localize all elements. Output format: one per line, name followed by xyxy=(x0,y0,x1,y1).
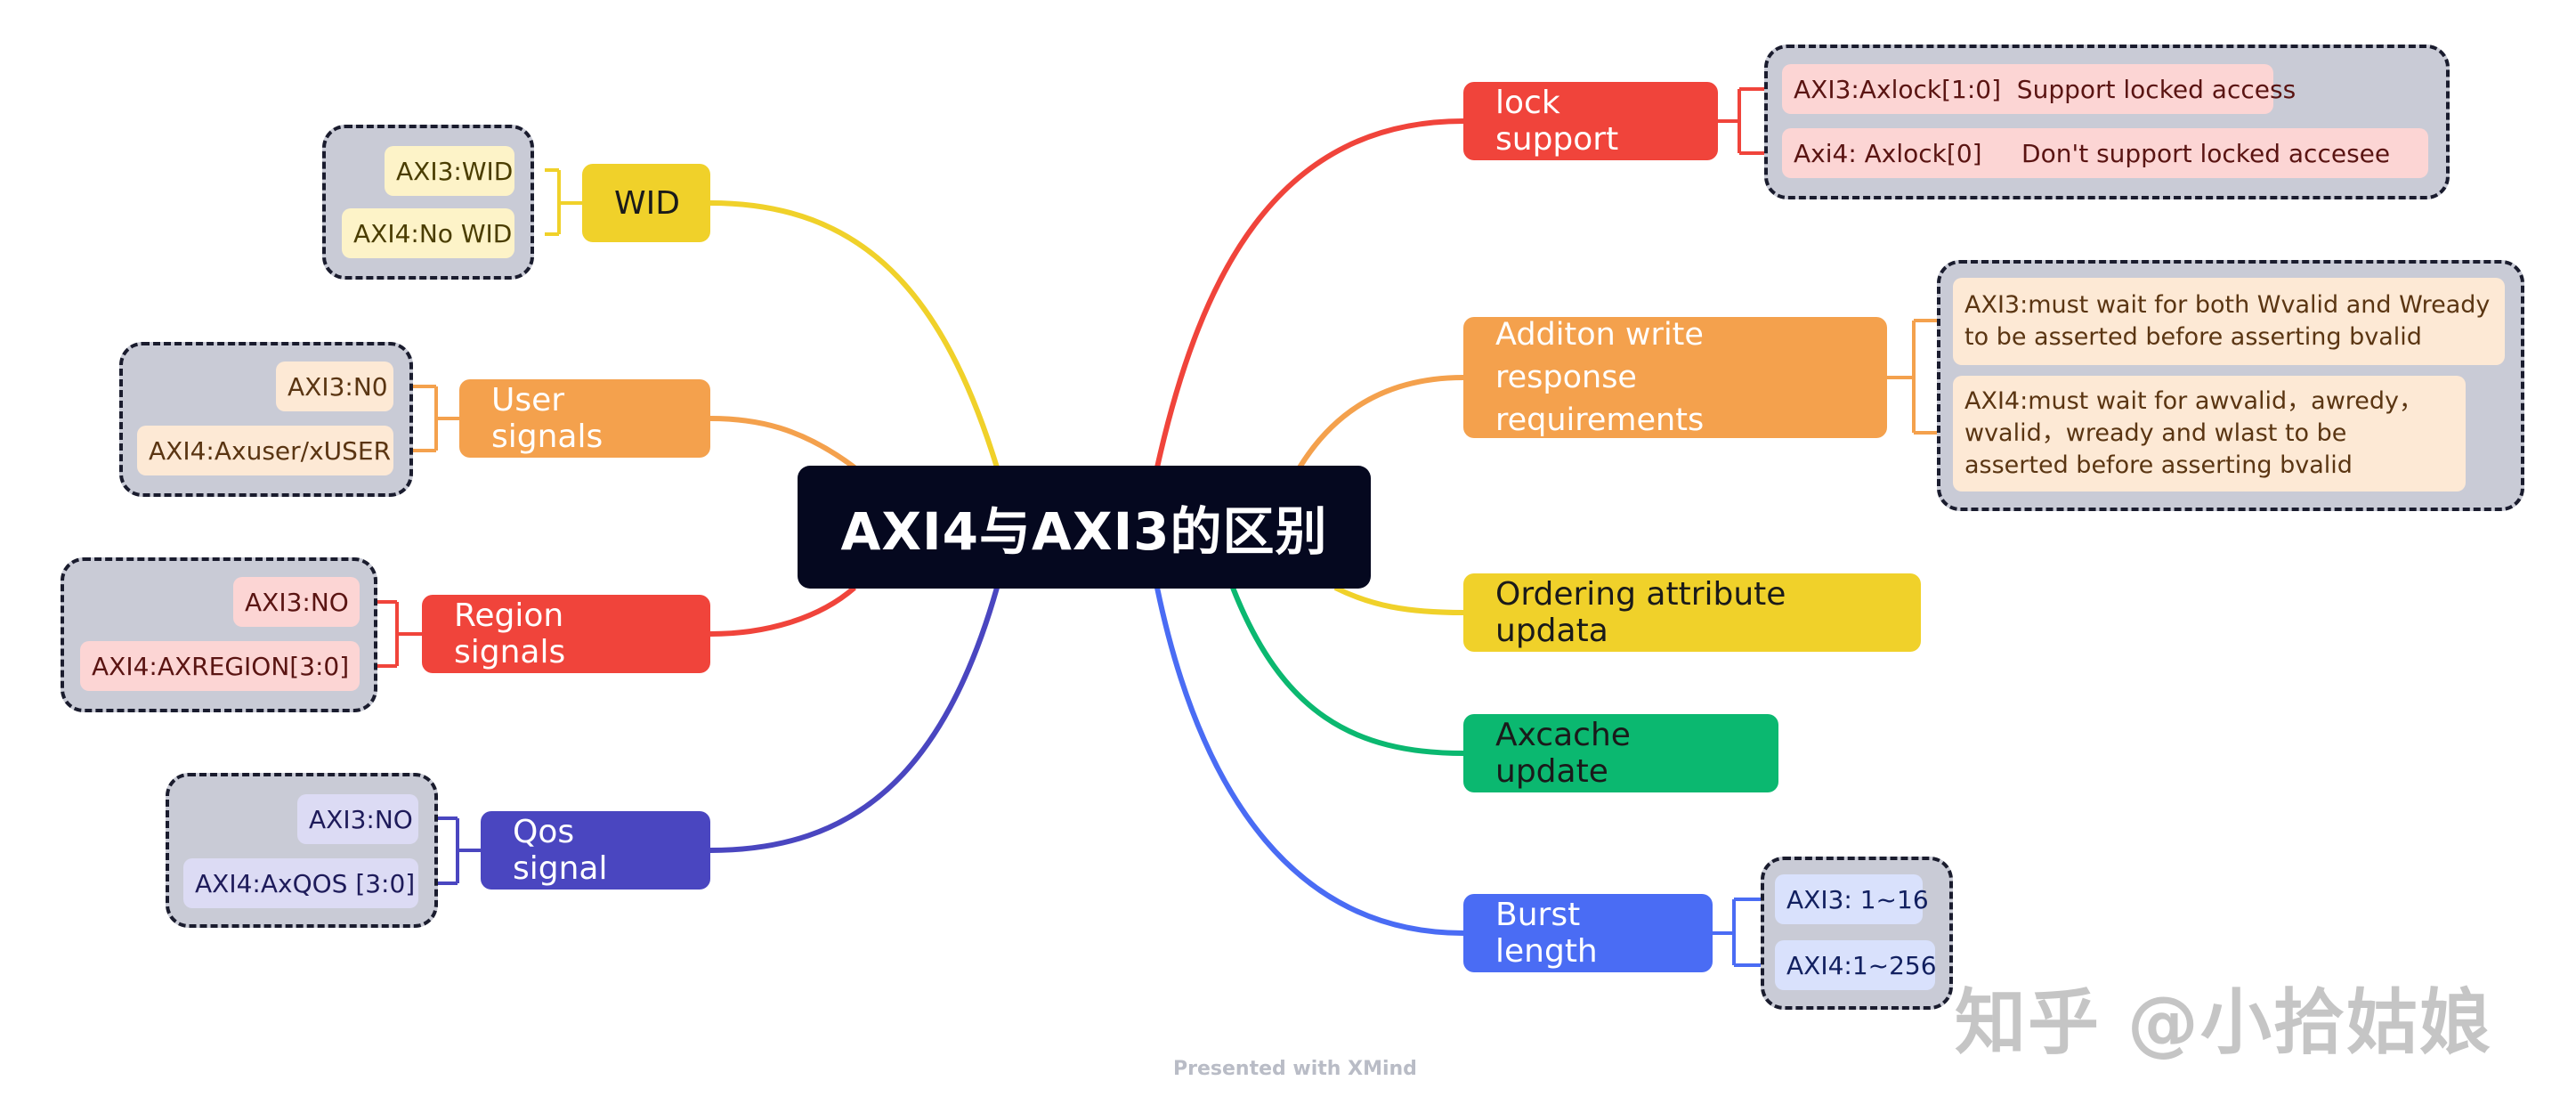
xmind-footer: Presented with XMind xyxy=(1173,1058,1417,1080)
lock-axi3-leaf[interactable]: AXI3:Axlock[1:0] Support locked access xyxy=(1782,64,2296,114)
write-response-axi3-leaf[interactable]: AXI3:must wait for both Wvalid and Wread… xyxy=(1953,278,2505,365)
connector-qos-signal xyxy=(709,587,1000,853)
qos-axi3-leaf[interactable]: AXI3:NO xyxy=(297,794,418,844)
axcache-topic[interactable]: Axcache update xyxy=(1463,714,1778,792)
write-response-topic[interactable]: Additon write response requirements xyxy=(1463,317,1887,438)
connector-wid xyxy=(709,200,1000,468)
user-axi3-leaf[interactable]: AXI3:N0 xyxy=(276,362,393,411)
central-title: AXI4与AXI3的区别 xyxy=(840,501,1328,562)
wid-axi4-leaf[interactable]: AXI4:No WID xyxy=(342,208,514,258)
region-signals-topic[interactable]: Region signals xyxy=(422,595,710,673)
burst-axi3-leaf[interactable]: AXI3: 1~16 xyxy=(1775,874,1929,924)
connector-axcache xyxy=(1230,586,1464,756)
ordering-topic[interactable]: Ordering attribute updata xyxy=(1463,573,1921,652)
lock-axi4-leaf[interactable]: Axi4: Axlock[0] Don't support locked acc… xyxy=(1782,128,2428,178)
burst-length-topic[interactable]: Burst length xyxy=(1463,894,1713,972)
user-axi4-leaf[interactable]: AXI4:Axuser/xUSER xyxy=(137,426,393,475)
connector-region-signals xyxy=(709,585,856,637)
burst-axi4-leaf[interactable]: AXI4:1~256 xyxy=(1775,940,1937,990)
connector-lock-support xyxy=(1154,118,1464,468)
write-response-axi4-leaf[interactable]: AXI4:must wait for awvalid，awredy，wvalid… xyxy=(1953,376,2466,492)
wid-axi3-leaf[interactable]: AXI3:WID xyxy=(385,146,514,196)
qos-signal-topic[interactable]: Qos signal xyxy=(481,811,710,890)
wid-topic[interactable]: WID xyxy=(582,164,710,242)
central-topic[interactable]: AXI4与AXI3的区别 xyxy=(798,466,1371,589)
region-axi4-leaf[interactable]: AXI4:AXREGION[3:0] xyxy=(80,641,360,691)
connector-ordering xyxy=(1333,585,1464,615)
qos-axi4-leaf[interactable]: AXI4:AxQOS [3:0] xyxy=(183,858,418,908)
connector-user-signals xyxy=(709,416,856,470)
user-signals-topic[interactable]: User signals xyxy=(459,379,710,458)
connector-burst-length xyxy=(1154,587,1464,936)
region-axi3-leaf[interactable]: AXI3:NO xyxy=(233,577,360,627)
connector-write-response xyxy=(1297,375,1464,469)
lock-support-topic[interactable]: lock support xyxy=(1463,82,1718,160)
zhihu-watermark: 知乎 @小拾姑娘 xyxy=(1955,981,2492,1064)
